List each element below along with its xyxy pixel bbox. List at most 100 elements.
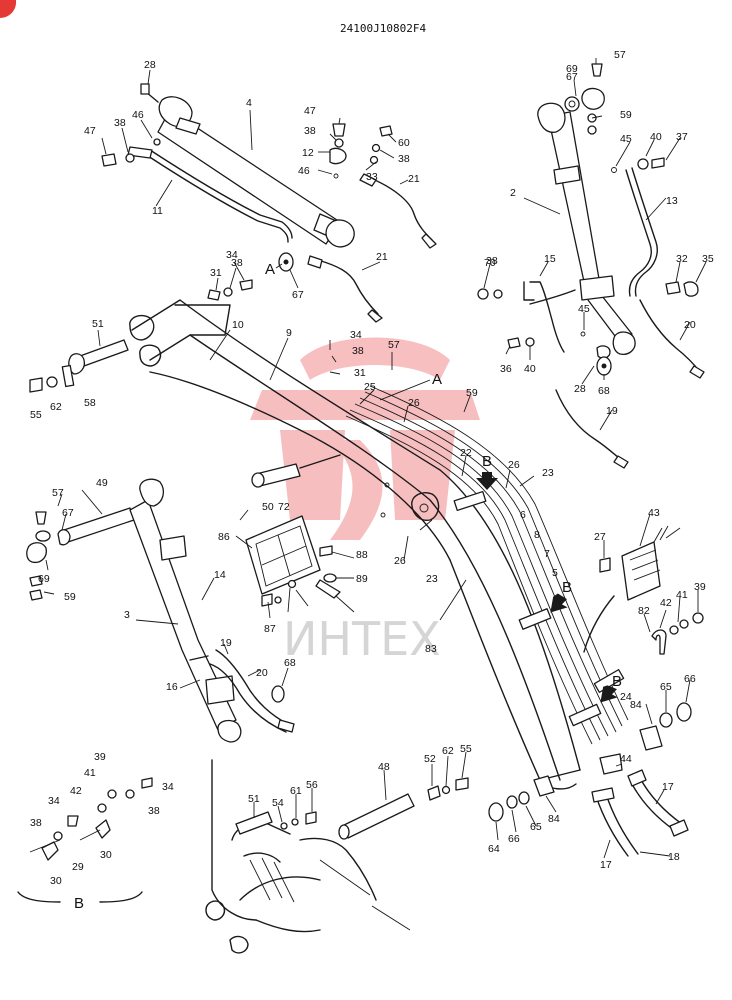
callouts: 4 28 47 38 46 11 47 38 12 46 60 38 33 21… bbox=[30, 49, 714, 887]
callout-57-mid: 57 bbox=[388, 339, 400, 351]
callout-60-right: 59 bbox=[620, 109, 632, 121]
callout-66-lower: 66 bbox=[508, 833, 520, 845]
callout-12: 12 bbox=[302, 147, 314, 159]
callout-17-lower: 17 bbox=[600, 859, 612, 871]
callout-15: 15 bbox=[544, 253, 556, 265]
callout-36: 36 bbox=[500, 363, 512, 375]
callout-57-right: 57 bbox=[614, 49, 626, 61]
callout-26-mid2: 26 bbox=[394, 555, 406, 567]
boom-pipe-15 bbox=[529, 281, 565, 353]
callout-38-right: 38 bbox=[486, 255, 498, 267]
callout-34-detail-left: 34 bbox=[48, 795, 60, 807]
view-marker-b-3: B bbox=[612, 673, 622, 690]
callout-41-right: 41 bbox=[676, 589, 688, 601]
callout-39-right: 39 bbox=[694, 581, 706, 593]
callout-38-detail-right: 38 bbox=[148, 805, 160, 817]
callout-51: 51 bbox=[248, 793, 260, 805]
callout-45-right: 45 bbox=[620, 133, 632, 145]
callout-28-right: 28 bbox=[574, 383, 586, 395]
callout-88-right: 89 bbox=[356, 573, 368, 585]
callout-82: 83 bbox=[425, 643, 437, 655]
callout-58: 56 bbox=[306, 779, 318, 791]
hose-19-lower bbox=[215, 649, 289, 725]
callout-25: 25 bbox=[364, 381, 376, 393]
callout-46-left: 46 bbox=[132, 109, 144, 121]
hose-19 bbox=[555, 389, 625, 463]
callout-44: 44 bbox=[620, 753, 632, 765]
callout-64-lower: 62 bbox=[442, 745, 454, 757]
detail-lead-curve bbox=[583, 595, 615, 653]
callout-18: 18 bbox=[668, 851, 680, 863]
callout-35: 35 bbox=[702, 253, 714, 265]
callout-38-detail-left: 38 bbox=[30, 817, 42, 829]
callout-41-detail: 41 bbox=[84, 767, 96, 779]
callout-67: 64 bbox=[488, 843, 500, 855]
callout-24: 24 bbox=[620, 691, 632, 703]
callout-76: 72 bbox=[278, 501, 290, 513]
callout-21-top: 21 bbox=[408, 173, 420, 185]
arm-pipe bbox=[127, 146, 293, 243]
callout-29: 29 bbox=[72, 861, 84, 873]
boom bbox=[129, 299, 581, 790]
view-marker-a-boom: A bbox=[432, 371, 442, 388]
drawing-code: 24100J10802F4 bbox=[340, 22, 426, 35]
callout-47-mid: 47 bbox=[304, 105, 316, 117]
callout-30-detail-right: 30 bbox=[100, 849, 112, 861]
hose-20-lower bbox=[209, 663, 287, 733]
callout-42-detail: 42 bbox=[70, 785, 82, 797]
watermark-text: ИНТЕХ bbox=[283, 612, 441, 666]
callout-54: 52 bbox=[424, 753, 436, 765]
arm-lower-section bbox=[205, 759, 555, 954]
cover-plate bbox=[245, 515, 341, 607]
boom-pin-hardware bbox=[29, 339, 129, 393]
callout-37: 37 bbox=[676, 131, 688, 143]
callout-82-3-right: 84 bbox=[630, 699, 642, 711]
callout-40-right: 40 bbox=[650, 131, 662, 143]
callout-38-mid2: 38 bbox=[398, 153, 410, 165]
callout-68-left: 67 bbox=[62, 507, 74, 519]
callout-66-right: 66 bbox=[684, 673, 696, 685]
view-arrows bbox=[476, 472, 618, 703]
callout-23-mid: 23 bbox=[426, 573, 438, 585]
callout-34-mid: 34 bbox=[350, 329, 362, 341]
callout-38-left2: 38 bbox=[231, 257, 243, 269]
callout-13: 13 bbox=[666, 195, 678, 207]
callout-8: 8 bbox=[534, 529, 540, 541]
pin-50 bbox=[251, 454, 341, 488]
boom-cylinder bbox=[529, 102, 636, 355]
callout-52: 51 bbox=[92, 318, 104, 330]
callout-20-lower: 20 bbox=[256, 667, 268, 679]
callout-45-lower: 45 bbox=[578, 303, 590, 315]
callout-56-left: 55 bbox=[30, 409, 42, 421]
callout-11: 11 bbox=[152, 205, 163, 217]
callout-16: 16 bbox=[166, 681, 178, 693]
callout-69-right: 68 bbox=[598, 385, 610, 397]
callout-39-detail: 39 bbox=[94, 751, 106, 763]
callout-43: 43 bbox=[648, 507, 660, 519]
detail-b-label: B bbox=[74, 895, 84, 912]
arm-pin-hardware bbox=[26, 507, 135, 601]
leader-lines bbox=[43, 58, 707, 859]
callout-26-mid: 26 bbox=[408, 397, 420, 409]
callout-19-lower: 19 bbox=[220, 637, 232, 649]
callout-72-right: 69 bbox=[566, 63, 578, 75]
callout-69-lower: 68 bbox=[284, 657, 296, 669]
callout-33: 33 bbox=[366, 171, 378, 183]
callout-64-left: 62 bbox=[50, 401, 62, 413]
detail-b bbox=[17, 777, 153, 903]
callout-86: 88 bbox=[356, 549, 368, 561]
bucket-cylinder bbox=[129, 478, 242, 743]
callout-38-mid3: 38 bbox=[352, 345, 364, 357]
callout-31-left: 31 bbox=[210, 267, 222, 279]
lower-right-fittings bbox=[591, 525, 704, 857]
washer-69 bbox=[271, 685, 285, 703]
callout-28-top: 28 bbox=[144, 59, 156, 71]
callout-27: 27 bbox=[594, 531, 606, 543]
callout-68-mid: 67 bbox=[292, 289, 304, 301]
callout-49: 49 bbox=[96, 477, 108, 489]
callout-85: 87 bbox=[264, 623, 276, 635]
callout-84: 86 bbox=[218, 531, 230, 543]
callout-9: 9 bbox=[286, 327, 292, 339]
view-marker-b-2: B bbox=[562, 579, 572, 596]
callout-34-detail-right: 34 bbox=[162, 781, 174, 793]
